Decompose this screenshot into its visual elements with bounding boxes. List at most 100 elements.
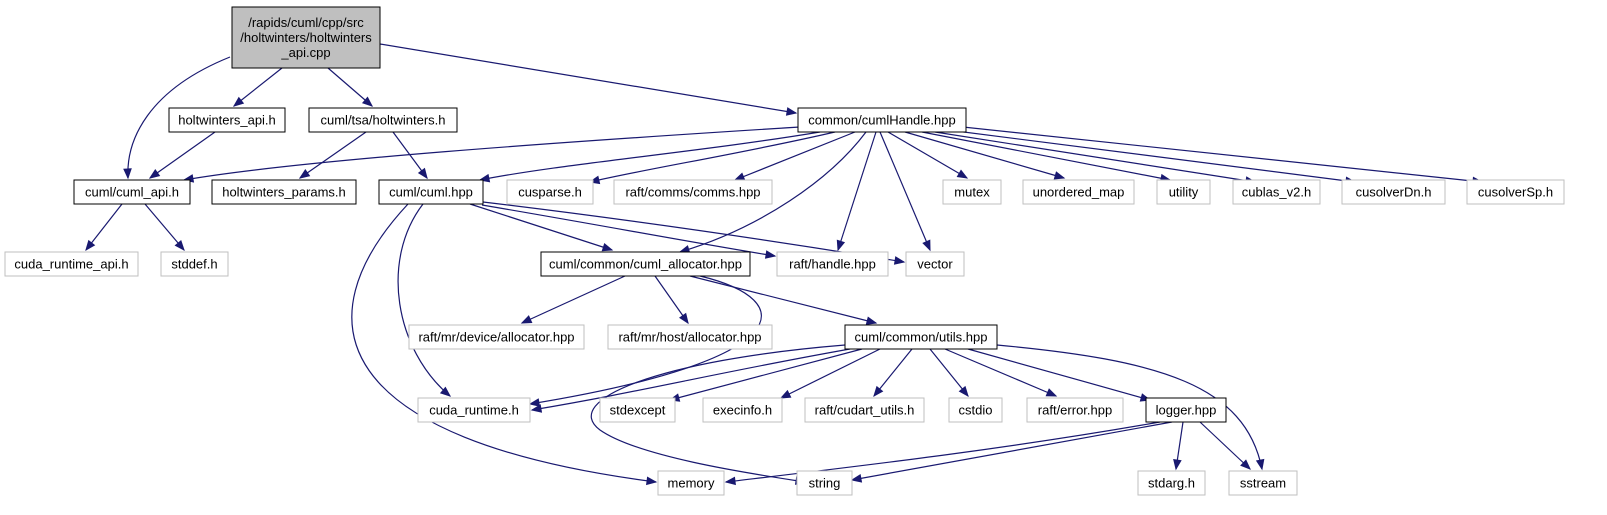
arrowhead-icon [1053,171,1066,180]
edge-line [887,131,968,179]
node-box [776,251,889,277]
arrowhead-icon [1240,459,1251,470]
edge-root-to-tsa_hw_h [327,67,374,107]
edge-line [327,67,373,107]
arrowhead-icon [148,168,161,179]
arrowhead-icon [865,316,878,325]
node-cuml-hpp[interactable]: cuml/cuml.hpp [378,179,484,205]
node-box [1137,470,1206,496]
node-unordered-map: unordered_map [1022,179,1135,205]
node-box [607,324,773,350]
edge-cuml_api_h-to-cuda_rt_api [85,203,123,252]
node-utility: utility [1156,179,1211,205]
edge-line [851,421,1173,481]
node-label: raft/mr/device/allocator.hpp [418,330,574,345]
node-cumlhandle[interactable]: common/cumlHandle.hpp [797,107,967,133]
edge-line [379,43,797,114]
node-label: cusolverSp.h [1478,185,1553,200]
edge-line [879,131,931,251]
node-hw-api-h[interactable]: holtwinters_api.h [168,107,286,133]
node-cusolversp: cusolverSp.h [1466,179,1565,205]
edge-cumlhandle-to-cublas [934,131,1257,185]
edge-line [734,131,856,181]
edge-line [780,348,881,399]
node-label: cusolverDn.h [1356,185,1432,200]
node-label: cusparse.h [518,185,582,200]
node-label: execinfo.h [713,403,772,418]
edge-utils_hpp-to-stdexcept [668,348,863,402]
node-sstream: sstream [1228,470,1298,496]
edge-root-to-cumlhandle [379,43,798,116]
node-box [168,107,286,133]
node-label: raft/cudart_utils.h [815,403,915,418]
arrowhead-icon [85,239,96,252]
node-label: mutex [954,185,990,200]
edge-line [233,67,283,107]
edge-cuml_hpp-to-raft_handle [481,204,777,259]
node-cuml-alloc[interactable]: cuml/common/cuml_allocator.hpp [540,251,751,277]
edge-line [397,203,451,397]
edge-line [590,344,846,483]
node-label: stdexcept [610,403,666,418]
node-box [408,324,585,350]
node-box [844,324,998,350]
node-box [160,251,229,277]
node-tsa-hw-h[interactable]: cuml/tsa/holtwinters.h [308,107,458,133]
edge-line [944,348,1057,397]
node-box [308,107,458,133]
edge-cumlhandle-to-unordered_map [904,131,1066,180]
node-raft-handle: raft/handle.hpp [776,251,889,277]
node-cusolverdn: cusolverDn.h [1341,179,1446,205]
edge-cumlhandle-to-vector [879,131,931,252]
edge-line [725,421,1161,483]
edge-line [85,203,123,251]
node-label: utility [1169,185,1199,200]
node-logger[interactable]: logger.hpp [1145,397,1227,423]
node-root[interactable]: /rapids/cuml/cpp/src/holtwinters/holtwin… [231,6,381,69]
edge-line [921,131,1171,181]
node-box [1232,179,1321,205]
edge-utils_hpp-to-logger [967,348,1152,402]
node-box [804,397,925,423]
node-box [1145,397,1227,423]
node-utils-hpp[interactable]: cuml/common/utils.hpp [844,324,998,350]
edge-root-to-hw_api_h [232,67,283,107]
node-cuda-rt-api: cuda_runtime_api.h [4,251,139,277]
node-label: holtwinters_api.h [178,113,276,128]
node-box [1156,179,1211,205]
node-cuml-api-h[interactable]: cuml/cuml_api.h [73,179,191,205]
node-label: cuml/tsa/holtwinters.h [321,113,446,128]
node-box [1022,179,1135,205]
edge-cumlhandle-to-cusparse [588,131,836,185]
arrowhead-icon [298,169,311,179]
edge-utils_hpp-to-cudart_utils [873,348,913,398]
arrowhead-icon [785,107,798,116]
node-label: vector [917,257,953,272]
arrowhead-icon [1045,388,1058,397]
edge-line [531,348,851,411]
node-label: memory [668,476,715,491]
edge-cuml_alloc-to-mr_host [654,275,689,325]
arrowhead-icon [678,312,689,325]
node-label: cuml/common/utils.hpp [855,330,988,345]
edge-utils_hpp-to-cuda_runtime [530,348,851,413]
edge-cumlhandle-to-mutex [887,131,969,179]
node-cudart-utils: raft/cudart_utils.h [804,397,925,423]
edge-cuml_alloc-to-mr_device [520,275,626,324]
node-box [1466,179,1565,205]
arrowhead-icon [601,242,614,252]
edge-utils_hpp-to-execinfo [779,348,881,399]
node-box [417,397,531,423]
node-mr-host: raft/mr/host/allocator.hpp [607,324,773,350]
node-label: stddef.h [171,257,217,272]
node-raft-error: raft/error.hpp [1026,397,1124,423]
edge-cumlhandle-to-comms [733,131,856,181]
node-label: /rapids/cuml/cpp/src [248,15,364,30]
node-label: _api.cpp [280,45,330,60]
node-hw-params-h[interactable]: holtwinters_params.h [211,179,357,205]
arrowhead-icon [893,256,906,265]
arrowhead-icon [873,385,884,398]
node-label: cuda_runtime_api.h [14,257,128,272]
edge-line [669,348,863,401]
